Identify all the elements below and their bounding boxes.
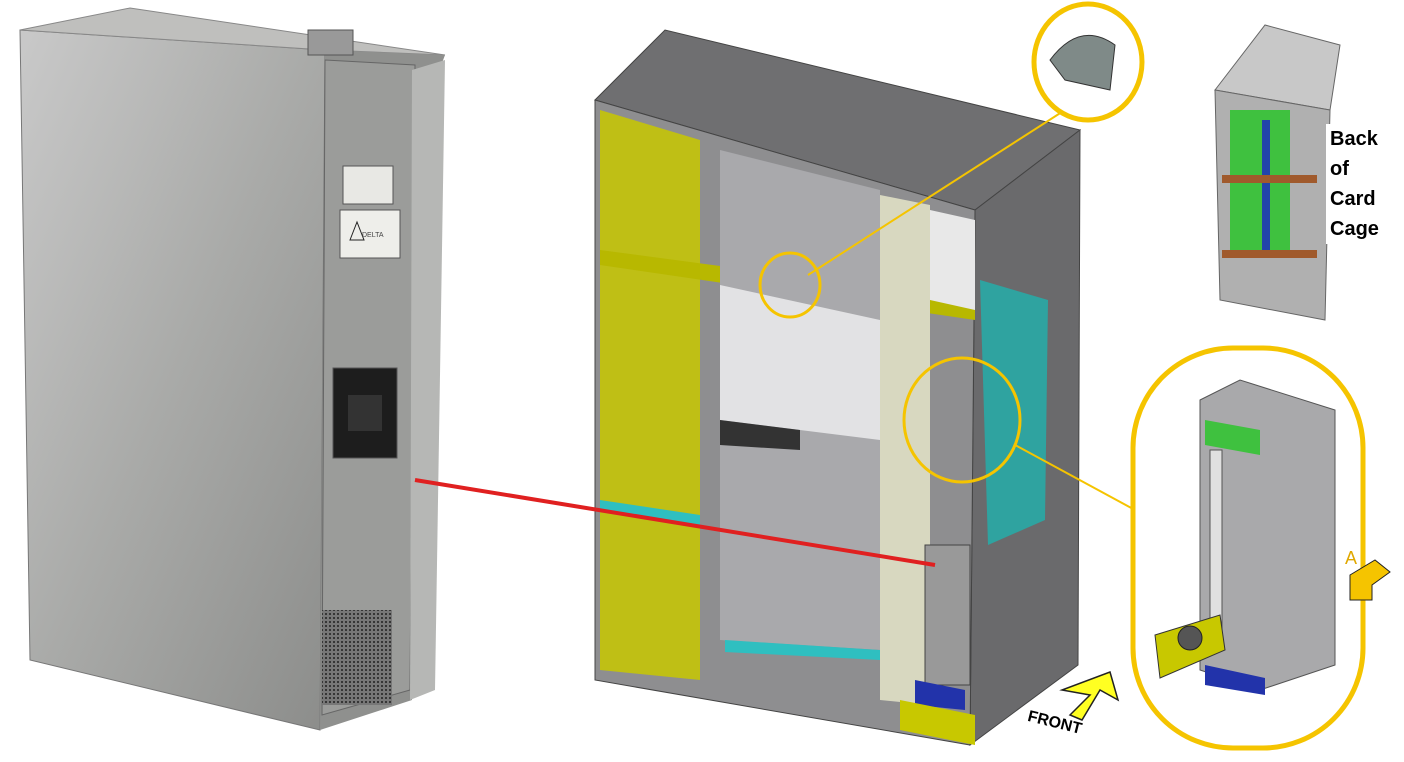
fan-tray-area <box>720 285 880 440</box>
mounting-tab <box>307 29 354 56</box>
card-cage-label-line: of <box>1330 158 1349 180</box>
warning-triangle-icon <box>349 220 365 241</box>
card-cage-label-line: Back <box>1330 128 1378 150</box>
power-supply-unit <box>19 7 446 731</box>
callout-line-bracket <box>807 109 1066 276</box>
server-cabinet <box>594 29 1082 746</box>
callout-circle-fan-module <box>902 356 1022 484</box>
view-a-label: A <box>1345 548 1358 568</box>
product-label <box>342 165 394 205</box>
card-cage-back <box>1214 24 1341 321</box>
callout-circle-bracket <box>758 251 822 319</box>
vent-mesh <box>322 610 392 705</box>
front-arrow-icon <box>1059 671 1120 721</box>
bracket-detail <box>1031 1 1145 123</box>
delta-brand-text: DELTA <box>362 232 384 239</box>
callout-line-fan-module <box>1014 444 1136 511</box>
fan-module-detail <box>1130 345 1391 751</box>
teal-panel <box>980 280 1048 545</box>
power-supply-slot <box>924 544 971 686</box>
card-cage-label-line: Cage <box>1330 218 1379 240</box>
card-cage-label-line: Card <box>1330 188 1376 210</box>
fan-icon <box>1177 625 1203 651</box>
connector-line <box>414 478 936 567</box>
view-a-arrow-icon <box>1349 559 1391 601</box>
card-cage-label: Back of Card Cage <box>1326 124 1383 244</box>
delta-label-plate <box>339 209 401 259</box>
